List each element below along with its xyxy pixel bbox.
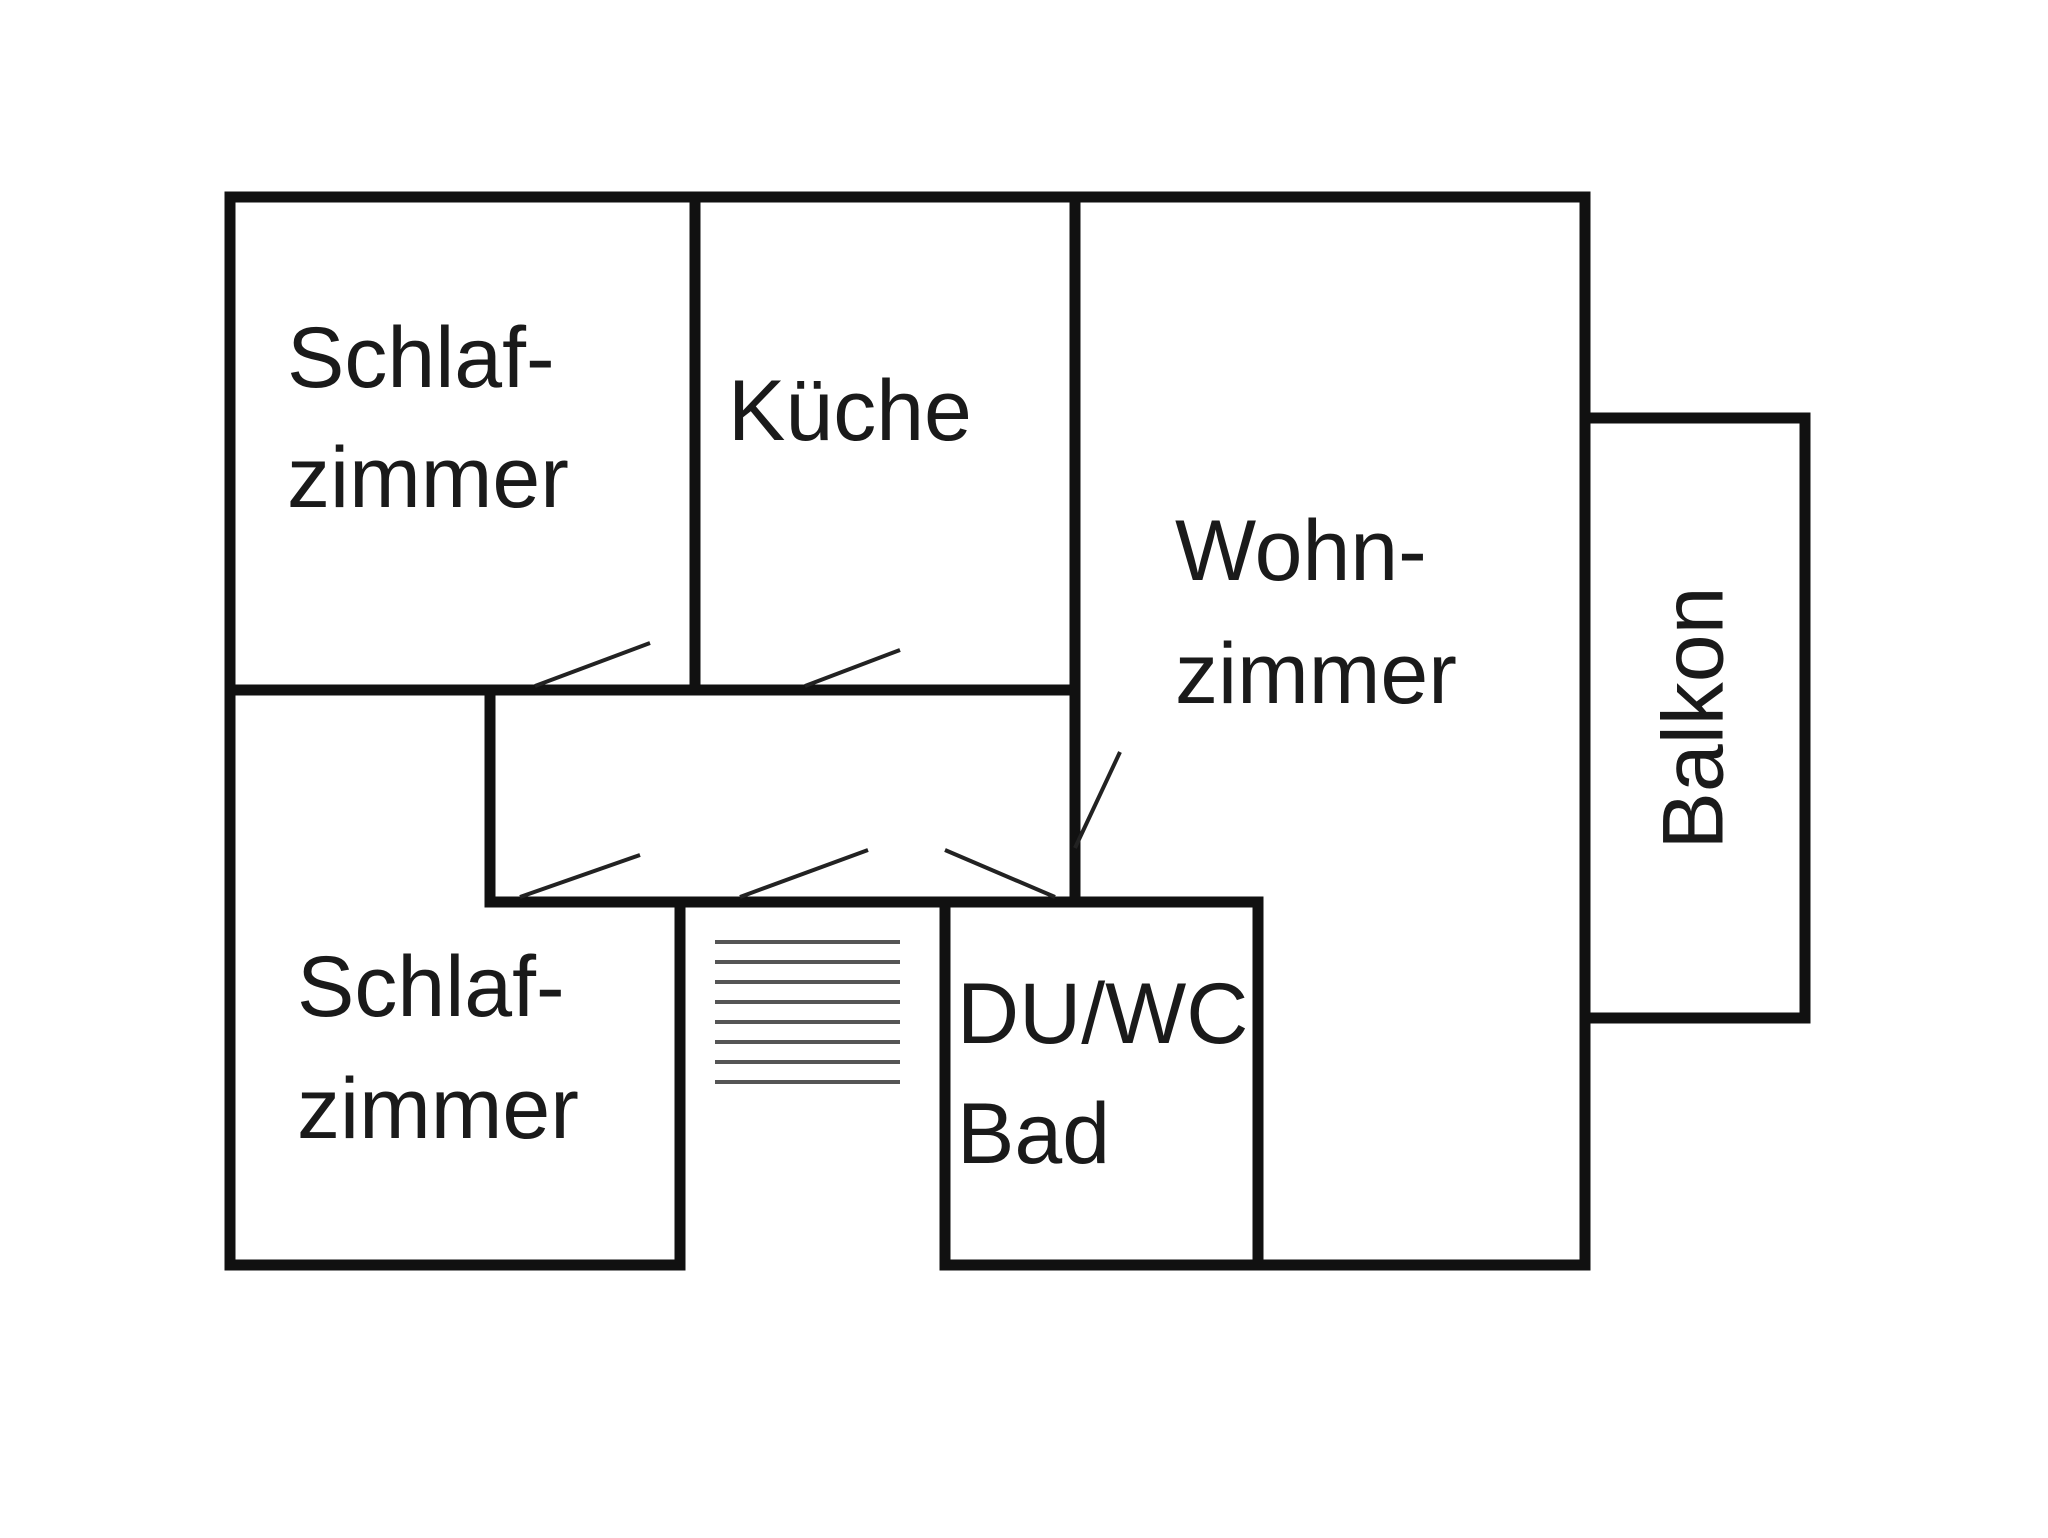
door-swing-bath [944,848,1056,899]
label-living-line1: Wohn- [1175,503,1427,599]
door-swing-bedroom-bottom [519,853,641,899]
label-bedroom-top-line1: Schlaf- [287,310,555,406]
label-bedroom-top-line2: zimmer [287,430,569,526]
stairs [715,940,900,1084]
label-bath-line2: Bad [957,1086,1110,1182]
balcony-wall [1579,412,1811,1024]
label-living-line2: zimmer [1175,626,1457,722]
door-swing-stairs [739,848,869,899]
label-bedroom-bottom-line1: Schlaf- [297,939,565,1035]
label-balcony: Balkon [1646,587,1742,850]
label-kitchen: Küche [728,363,972,459]
door-swing-living [1073,751,1122,849]
label-bedroom-bottom-line2: zimmer [297,1061,579,1157]
label-bath-line1: DU/WC [957,966,1248,1062]
door-swing-bedroom-top [534,641,651,688]
outer-wall [224,191,1591,1271]
door-swing-kitchen [804,648,901,688]
